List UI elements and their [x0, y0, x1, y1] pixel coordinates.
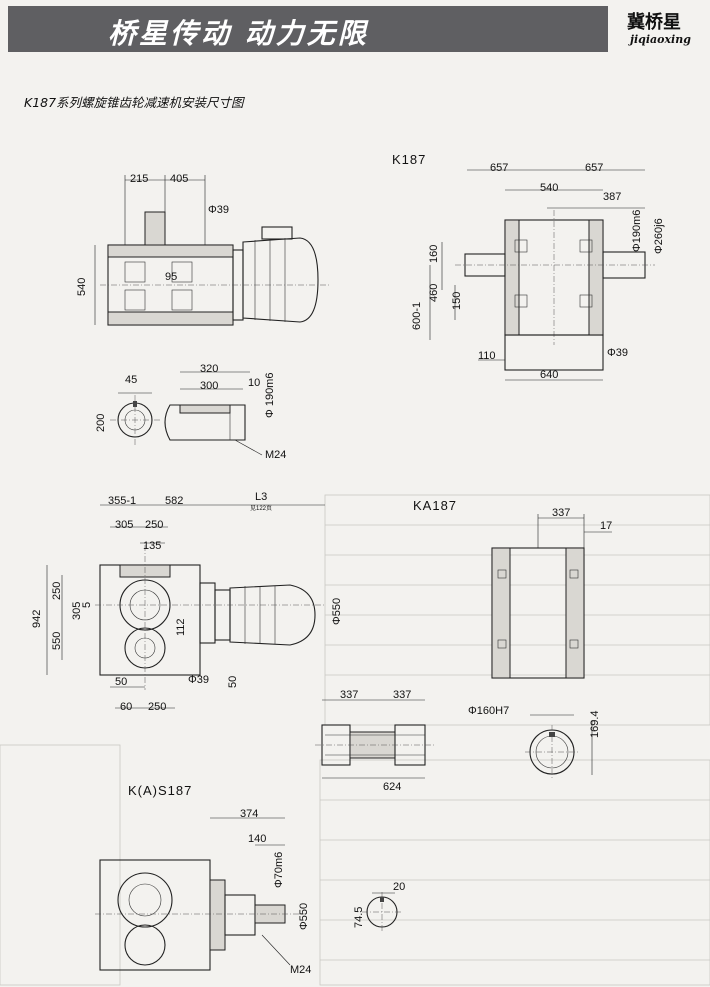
- dim-label: 160: [428, 245, 440, 263]
- dim-label: 337: [552, 507, 570, 519]
- dim-label: 657: [490, 162, 508, 174]
- dim-label: Φ 190m6: [264, 373, 276, 418]
- dim-label: 110: [478, 350, 496, 362]
- dim-label: 140: [248, 833, 266, 845]
- dim-label: 460: [428, 284, 440, 302]
- dim-label: 20: [393, 881, 405, 893]
- ka187-side-view: 355-1 582 L3 见122页 305 250 135 942 250 5…: [31, 491, 343, 713]
- dim-label: 300: [200, 380, 218, 392]
- dim-label: 50: [227, 676, 239, 688]
- dim-label: 50: [115, 676, 127, 688]
- dim-label: 215: [130, 173, 148, 185]
- k187-side-view: 215 405 Φ39 540 95: [76, 173, 330, 326]
- header-banner: 桥星传动 动力无限: [8, 6, 608, 52]
- background-table-ghost: [0, 494, 710, 986]
- dim-label: Φ550: [331, 598, 343, 625]
- dim-label: 250: [145, 519, 163, 531]
- ka187-shaft-section: Φ160H7 169.4: [468, 705, 601, 780]
- k187-front-view: 657 657 540 387 Φ190m6 Φ260j6 160 460 60…: [411, 162, 665, 381]
- dim-label: Φ160H7: [468, 705, 509, 717]
- dim-label: 942: [31, 610, 43, 628]
- dim-label: 337: [340, 689, 358, 701]
- dim-note: 见122页: [250, 505, 272, 512]
- dim-label: 135: [143, 540, 161, 552]
- dim-label: 74.5: [353, 907, 365, 928]
- dim-label: 337: [393, 689, 411, 701]
- dim-label: 387: [603, 191, 621, 203]
- ka187-shaft-plan: 337 337 624: [315, 689, 435, 793]
- dim-label: 540: [540, 182, 558, 194]
- dim-label: 305: [71, 602, 83, 620]
- dim-label: 550: [51, 632, 63, 650]
- dim-label: M24: [265, 449, 286, 461]
- dim-label: 540: [76, 278, 88, 296]
- dim-label: 169.4: [589, 710, 601, 738]
- dim-label: 305: [115, 519, 133, 531]
- dim-label: Φ39: [208, 204, 229, 216]
- dim-label: 112: [175, 618, 187, 636]
- dim-label: 250: [148, 701, 166, 713]
- dim-label: 624: [383, 781, 401, 793]
- dim-label: 657: [585, 162, 603, 174]
- view-label-ka187: KA187: [413, 498, 457, 513]
- dim-label: 150: [451, 292, 463, 310]
- dim-label: 405: [170, 173, 188, 185]
- dim-label: 60: [120, 701, 132, 713]
- document-title: K187系列螺旋锥齿轮减速机安装尺寸图: [24, 95, 244, 110]
- dim-label: 10: [248, 377, 260, 389]
- ka187-front-view: 337 17: [491, 507, 612, 679]
- brand-name-latin: jiqiaoxing: [630, 33, 691, 46]
- dim-label: 640: [540, 369, 558, 381]
- dim-label: M24: [290, 964, 311, 976]
- dim-label: 5: [81, 602, 93, 608]
- dim-label: Φ39: [188, 674, 209, 686]
- dim-label: Φ70m6: [273, 852, 285, 888]
- dim-label: 582: [165, 495, 183, 507]
- brand-name: 冀桥星: [627, 12, 681, 33]
- dim-label: 200: [95, 414, 107, 432]
- kas187-shaft-section: 20 74.5: [353, 881, 405, 932]
- dim-label: 374: [240, 808, 258, 820]
- dim-label: 600-1: [411, 302, 423, 330]
- dim-label: L3: [255, 491, 267, 503]
- dim-label: Φ260j6: [653, 218, 665, 254]
- dim-label: 95: [165, 271, 177, 283]
- kas187-side-view: 374 140 Φ70m6 Φ550 M24: [95, 808, 311, 976]
- dim-label: Φ190m6: [631, 210, 643, 252]
- dim-label: 250: [51, 582, 63, 600]
- view-label-k187: K187: [392, 152, 426, 167]
- dim-label: Φ550: [298, 903, 310, 930]
- dim-label: Φ39: [607, 347, 628, 359]
- dim-label: 355-1: [108, 495, 136, 507]
- view-label-kas187: K(A)S187: [128, 783, 192, 798]
- dim-label: 45: [125, 374, 137, 386]
- dim-label: 17: [600, 520, 612, 532]
- banner-title: 桥星传动 动力无限: [108, 17, 369, 50]
- dim-label: 320: [200, 363, 218, 375]
- k187-shaft-detail: 45 200 320 300 10 Φ 190m6 M24: [95, 363, 286, 461]
